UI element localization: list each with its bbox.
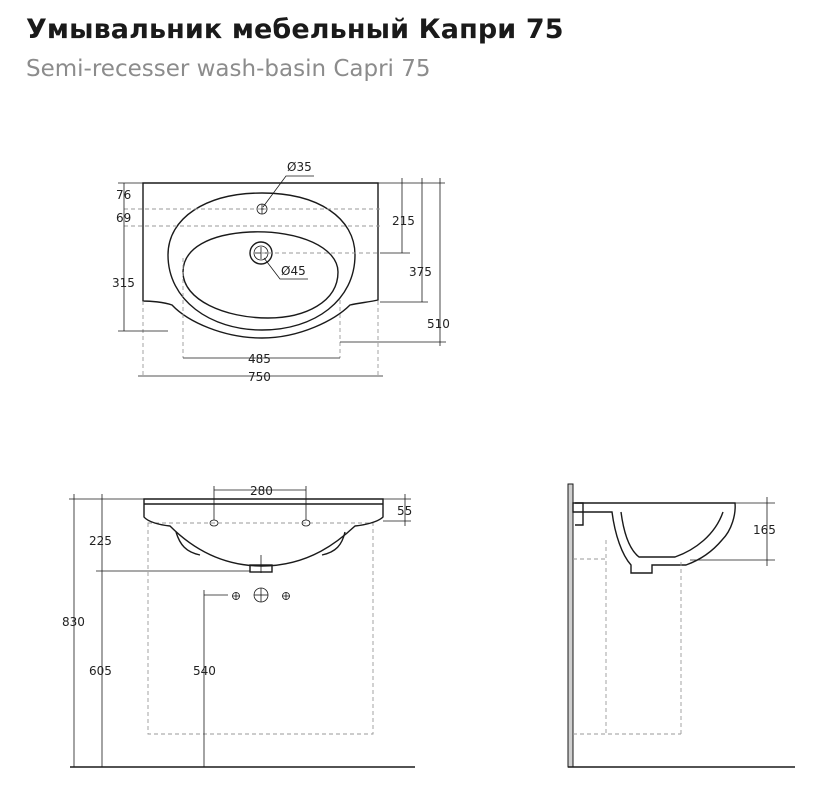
- dim-540: 540: [193, 664, 216, 678]
- dim-510: 510: [427, 317, 450, 331]
- side-view: 165: [567, 483, 795, 768]
- dim-485: 485: [248, 352, 271, 366]
- tap-hole-label: Ø35: [287, 160, 312, 174]
- dim-215: 215: [392, 214, 415, 228]
- bowl-inner: [182, 231, 339, 319]
- wall: [567, 483, 574, 768]
- dim-605: 605: [89, 664, 112, 678]
- dim-750: 750: [248, 370, 271, 384]
- dim-830: 830: [62, 615, 85, 629]
- dim-280: 280: [250, 484, 273, 498]
- basin-side: [572, 502, 736, 574]
- bowl-rim: [167, 192, 356, 331]
- dim-69: 69: [116, 211, 131, 225]
- dim-76: 76: [116, 188, 131, 202]
- top-view: Ø35 Ø45 76 69 315 215 375 510 485 750: [112, 160, 450, 384]
- dim-315: 315: [112, 276, 135, 290]
- drain-label: Ø45: [281, 264, 306, 278]
- cabinet: [147, 522, 374, 735]
- basin-front: [143, 498, 384, 567]
- front-view: 280 55 830 225 605 540: [62, 484, 415, 768]
- dim-55: 55: [397, 504, 412, 518]
- dim-375: 375: [409, 265, 432, 279]
- dim-165: 165: [753, 523, 776, 537]
- top-view-outline: [142, 182, 379, 339]
- page-title: Умывальник мебельный Капри 75: [26, 14, 564, 45]
- dim-225: 225: [89, 534, 112, 548]
- page-subtitle: Semi-recesser wash-basin Capri 75: [26, 56, 431, 82]
